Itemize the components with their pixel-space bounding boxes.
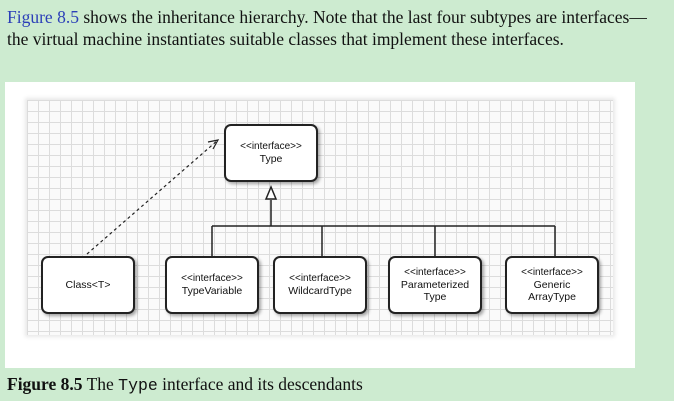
dependency-arrowhead — [207, 139, 220, 150]
stereotype-label: <<interface>> — [240, 141, 302, 152]
node-name-line: Type — [423, 291, 447, 303]
node-name: WildcardType — [288, 285, 352, 297]
stereotype-label: <<interface>> — [521, 267, 583, 278]
node-name-line: ArrayType — [528, 291, 576, 303]
figure-link[interactable]: Figure 8.5 — [7, 7, 79, 27]
paragraph-text: shows the inheritance hierarchy. Note th… — [7, 7, 647, 49]
figure-caption: Figure 8.5 The Type interface and its de… — [7, 374, 363, 395]
class-node: Class<T> — [41, 256, 135, 314]
dependency-line — [86, 139, 219, 255]
node-name: TypeVariable — [181, 285, 243, 297]
diagram-connectors — [86, 139, 556, 256]
wildcardtype-node: <<interface>> WildcardType — [273, 256, 367, 314]
node-name: Type — [259, 153, 283, 165]
caption-label: Figure 8.5 — [7, 374, 83, 394]
typevariable-node: <<interface>> TypeVariable — [165, 256, 259, 314]
caption-pre: The — [82, 374, 119, 394]
node-name-line: Generic — [533, 279, 571, 291]
stereotype-label: <<interface>> — [289, 273, 351, 284]
type-interface-node: <<interface>> Type — [224, 124, 318, 182]
node-name-line: Parameterized — [400, 279, 470, 291]
node-name: Class<T> — [65, 279, 111, 291]
intro-paragraph: Figure 8.5 shows the inheritance hierarc… — [7, 6, 667, 50]
inheritance-arrowhead — [264, 185, 278, 200]
stereotype-label: <<interface>> — [181, 273, 243, 284]
figure: <<interface>> Type Class<T> <<interface>… — [5, 82, 635, 368]
genericarraytype-node: <<interface>> Generic ArrayType — [505, 256, 599, 314]
caption-code: Type — [118, 376, 158, 395]
caption-post: interface and its descendants — [157, 374, 363, 394]
parameterizedtype-node: <<interface>> Parameterized Type — [388, 256, 482, 314]
stereotype-label: <<interface>> — [404, 267, 466, 278]
